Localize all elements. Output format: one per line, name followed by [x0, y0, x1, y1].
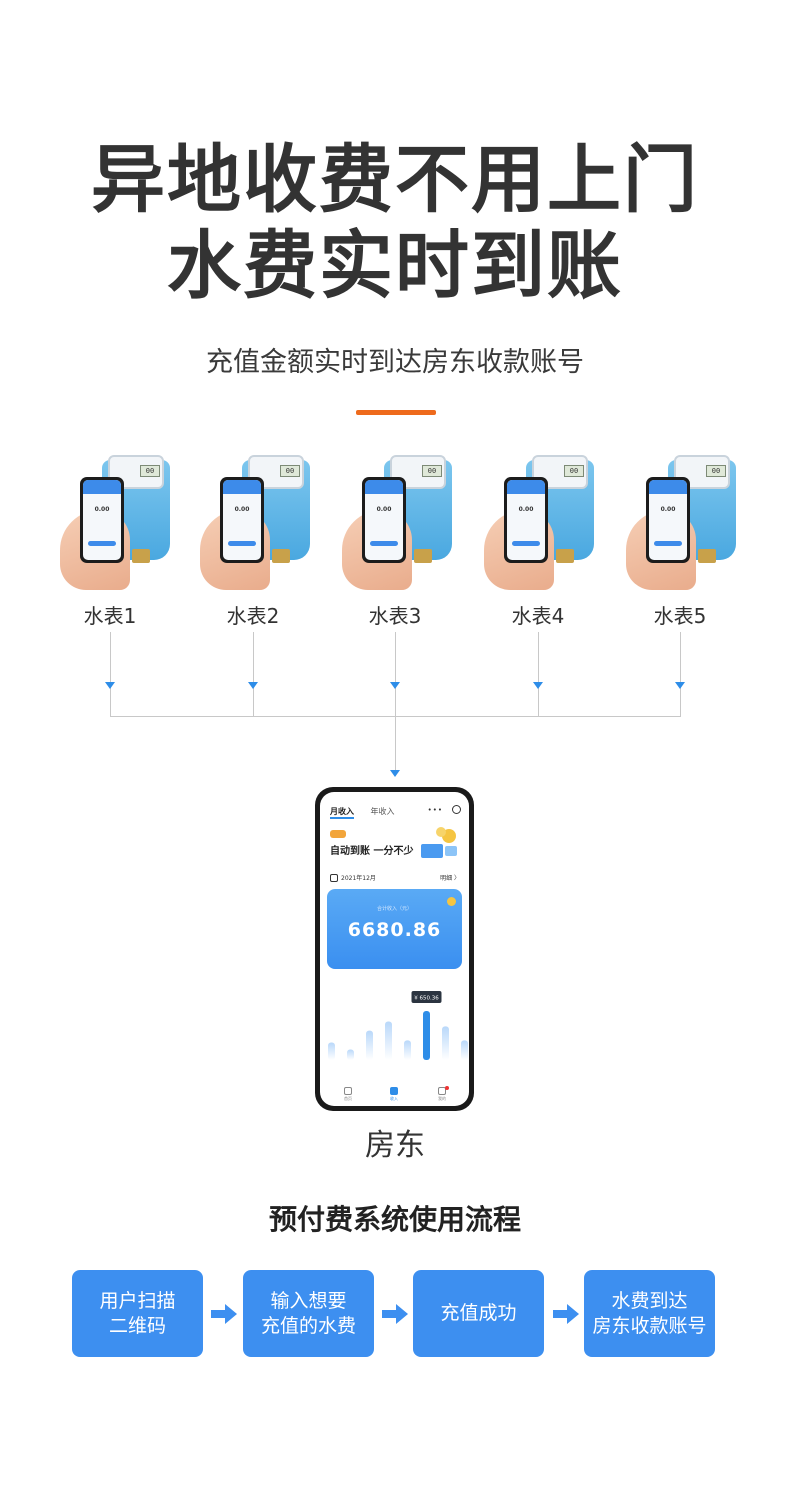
arrow-right-icon: [211, 1304, 237, 1324]
arrow-down-icon: [533, 682, 543, 689]
income-app-screen: 月收入 年收入 ••• 自动到账 一分不少 2021年12月 明细 〉 合计收入…: [320, 792, 469, 1106]
nav-home[interactable]: 首页: [338, 1087, 358, 1102]
chart-bar: [328, 1042, 335, 1060]
step-4-line2: 房东收款账号: [592, 1314, 707, 1337]
app-slogan: 自动到账 一分不少: [330, 846, 414, 857]
lcd-display-icon: 00: [564, 465, 584, 477]
connector-line: [395, 632, 396, 772]
tab-year-income[interactable]: 年收入: [370, 807, 395, 816]
lcd-display-icon: 00: [706, 465, 726, 477]
income-icon: [390, 1087, 398, 1095]
step-2-line1: 输入想要: [270, 1289, 347, 1312]
step-1-line2: 二维码: [108, 1314, 166, 1337]
landlord-phone: 月收入 年收入 ••• 自动到账 一分不少 2021年12月 明细 〉 合计收入…: [315, 787, 474, 1111]
lcd-display-icon: 00: [280, 465, 300, 477]
more-icon[interactable]: •••: [427, 806, 443, 814]
subtitle: 充值金额实时到达房东收款账号: [206, 347, 584, 378]
meter-illustration-2: 00 0.00: [200, 455, 310, 590]
chart-bar: [423, 1011, 430, 1060]
arrow-right-icon: [382, 1304, 408, 1324]
chart-bar: [461, 1040, 468, 1060]
step-4-line1: 水费到达: [611, 1289, 688, 1312]
chart-bar: [366, 1030, 373, 1060]
total-income-value: 6680.86: [347, 919, 442, 941]
phone-icon: 0.00: [80, 477, 124, 563]
meter-label-2: 水表2: [226, 604, 280, 628]
date-selector[interactable]: 2021年12月: [341, 875, 376, 882]
nav-income-label: 收入: [390, 1096, 398, 1101]
arrow-right-icon: [553, 1304, 579, 1324]
meter-label-4: 水表4: [511, 604, 565, 628]
coins-illustration-icon: [421, 827, 457, 858]
arrow-down-icon: [248, 682, 258, 689]
phone-icon: 0.00: [504, 477, 548, 563]
income-card: 合计收入（元） 6680.86: [327, 889, 462, 969]
meter-label-5: 水表5: [653, 604, 707, 628]
orange-divider: [356, 410, 436, 415]
nav-mine[interactable]: 我的: [432, 1086, 452, 1102]
meter-illustration-5: 00 0.00: [626, 455, 736, 590]
chart-tooltip: ¥ 650.36: [414, 996, 439, 1002]
total-income-label: 合计收入（元）: [376, 906, 412, 912]
connector-line: [253, 632, 254, 716]
landlord-label: 房东: [365, 1128, 425, 1163]
step-2: 输入想要 充值的水费: [243, 1270, 374, 1357]
arrow-down-icon: [675, 682, 685, 689]
arrow-down-icon: [390, 770, 400, 777]
nav-home-label: 首页: [344, 1096, 352, 1101]
arrow-down-icon: [105, 682, 115, 689]
connector-line: [110, 632, 111, 716]
step-4: 水费到达 房东收款账号: [584, 1270, 715, 1357]
home-icon: [344, 1087, 352, 1095]
step-1-line1: 用户扫描: [99, 1289, 176, 1312]
lcd-display-icon: 00: [140, 465, 160, 477]
close-icon[interactable]: [452, 805, 461, 814]
phone-icon: 0.00: [646, 477, 690, 563]
user-icon: [438, 1087, 446, 1095]
connector-line: [680, 632, 681, 716]
meter-illustration-3: 00 0.00: [342, 455, 452, 590]
lcd-display-icon: 00: [422, 465, 442, 477]
promo-badge: [330, 830, 346, 838]
nav-mine-label: 我的: [438, 1096, 446, 1101]
step-1: 用户扫描 二维码: [72, 1270, 203, 1357]
section-title: 预付费系统使用流程: [268, 1203, 521, 1236]
chart-bar: [385, 1021, 392, 1060]
calendar-icon: [330, 874, 338, 882]
headline-line2: 水费实时到账: [167, 223, 623, 309]
meter-illustration-4: 00 0.00: [484, 455, 594, 590]
nav-income[interactable]: 收入: [384, 1087, 404, 1102]
phone-icon: 0.00: [362, 477, 406, 563]
arrow-down-icon: [390, 682, 400, 689]
chart-bar: [442, 1026, 449, 1060]
meter-label-1: 水表1: [83, 604, 137, 628]
headline-line1: 异地收费不用上门: [91, 137, 699, 223]
connector-line: [110, 716, 681, 717]
bottom-nav: 首页 收入 我的: [320, 1086, 469, 1106]
step-2-line2: 充值的水费: [260, 1314, 356, 1337]
notification-dot: [445, 1086, 449, 1090]
meter-illustration-1: 00 0.00: [60, 455, 170, 590]
chart-bar: [404, 1040, 411, 1060]
phone-icon: 0.00: [220, 477, 264, 563]
detail-link[interactable]: 明细 〉: [440, 875, 460, 882]
income-bar-chart: ¥ 650.36: [328, 991, 468, 1060]
meter-label-3: 水表3: [368, 604, 422, 628]
coin-icon: [447, 897, 456, 906]
chart-bar: [347, 1049, 354, 1060]
step-3: 充值成功: [413, 1270, 544, 1357]
chart-tooltip-bg: [411, 991, 442, 1003]
connector-line: [538, 632, 539, 716]
tab-month-income[interactable]: 月收入: [330, 807, 354, 819]
step-3-line1: 充值成功: [440, 1302, 517, 1324]
